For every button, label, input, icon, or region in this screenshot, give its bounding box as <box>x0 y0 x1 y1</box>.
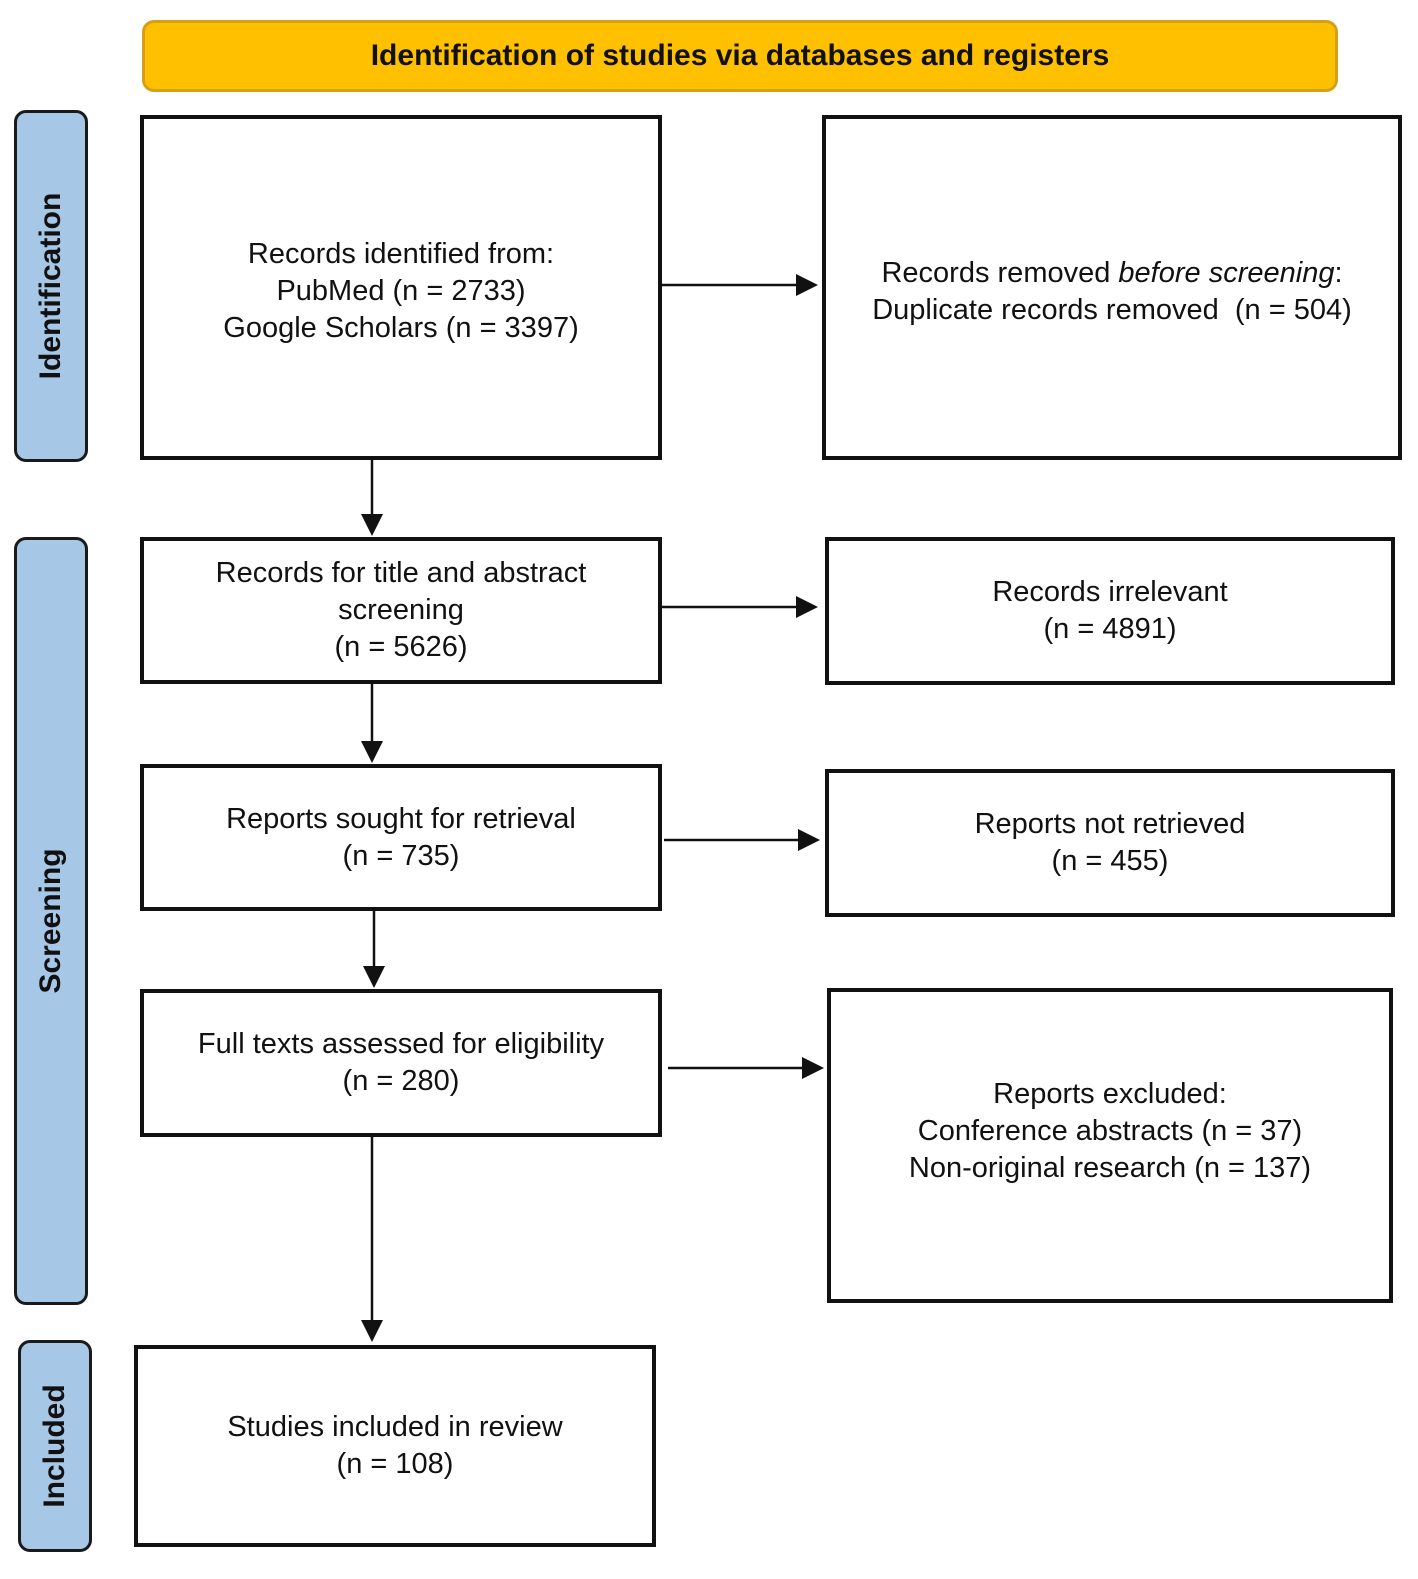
phase-identification: Identification <box>14 110 88 462</box>
full-texts-box: Full texts assessed for eligibility (n =… <box>140 989 662 1137</box>
records-removed-box: Records removed before screening: Duplic… <box>822 115 1402 460</box>
records-identified-title: Records identified from: <box>247 238 555 270</box>
records-identified-pubmed: PubMed (n = 2733) <box>276 275 526 307</box>
records-removed-duplicates: Duplicate records removed (n = 504) <box>872 294 1352 326</box>
title-abstract-line2: screening <box>338 594 464 626</box>
records-removed-suffix: : <box>1334 257 1343 289</box>
phase-included: Included <box>18 1340 92 1552</box>
full-texts-count: (n = 280) <box>342 1065 460 1097</box>
arrowhead-identified-to-screening <box>361 514 383 536</box>
arrowhead-to-removed <box>796 274 818 296</box>
records-removed-italic: before screening <box>1118 257 1335 289</box>
title-abstract-box: Records for title and abstract screening… <box>140 537 662 684</box>
records-removed-title: Records removed before screening: <box>881 255 1342 292</box>
studies-included-box: Studies included in review (n = 108) <box>134 1345 656 1547</box>
arrowhead-to-not-retrieved <box>798 829 820 851</box>
records-irrelevant-count: (n = 4891) <box>1043 613 1177 645</box>
reports-excluded-title: Reports excluded: <box>993 1078 1227 1110</box>
records-identified-scholar: Google Scholars (n = 3397) <box>223 312 579 344</box>
studies-included-count: (n = 108) <box>336 1448 454 1480</box>
reports-sought-count: (n = 735) <box>342 839 460 872</box>
records-removed-prefix: Records removed <box>881 257 1119 289</box>
records-irrelevant-box: Records irrelevant (n = 4891) <box>825 537 1395 685</box>
studies-included-title: Studies included in review <box>227 1411 563 1443</box>
arrowhead-screening-to-sought <box>361 741 383 763</box>
reports-excluded-conference: Conference abstracts (n = 37) <box>917 1115 1303 1147</box>
arrowhead-sought-to-fulltext <box>363 966 385 988</box>
reports-not-retrieved-box: Reports not retrieved (n = 455) <box>825 769 1395 917</box>
phase-screening: Screening <box>14 537 88 1305</box>
reports-sought-box: Reports sought for retrieval (n = 735) <box>140 764 662 911</box>
reports-excluded-box: Reports excluded: Conference abstracts (… <box>827 988 1393 1303</box>
title-abstract-line1: Records for title and abstract <box>215 557 587 589</box>
records-irrelevant-title: Records irrelevant <box>992 576 1228 608</box>
full-texts-title: Full texts assessed for eligibility <box>197 1028 605 1060</box>
reports-not-retrieved-title: Reports not retrieved <box>974 808 1246 840</box>
title-abstract-count: (n = 5626) <box>334 631 468 663</box>
reports-not-retrieved-count: (n = 455) <box>1051 845 1169 877</box>
reports-sought-title: Reports sought for retrieval <box>226 802 576 835</box>
header-banner: Identification of studies via databases … <box>142 20 1338 92</box>
arrowhead-to-excluded <box>802 1057 824 1079</box>
reports-excluded-nonoriginal: Non-original research (n = 137) <box>908 1152 1312 1184</box>
arrowhead-fulltext-to-included <box>361 1320 383 1342</box>
arrowhead-to-irrelevant <box>796 596 818 618</box>
records-identified-box: Records identified from: PubMed (n = 273… <box>140 115 662 460</box>
